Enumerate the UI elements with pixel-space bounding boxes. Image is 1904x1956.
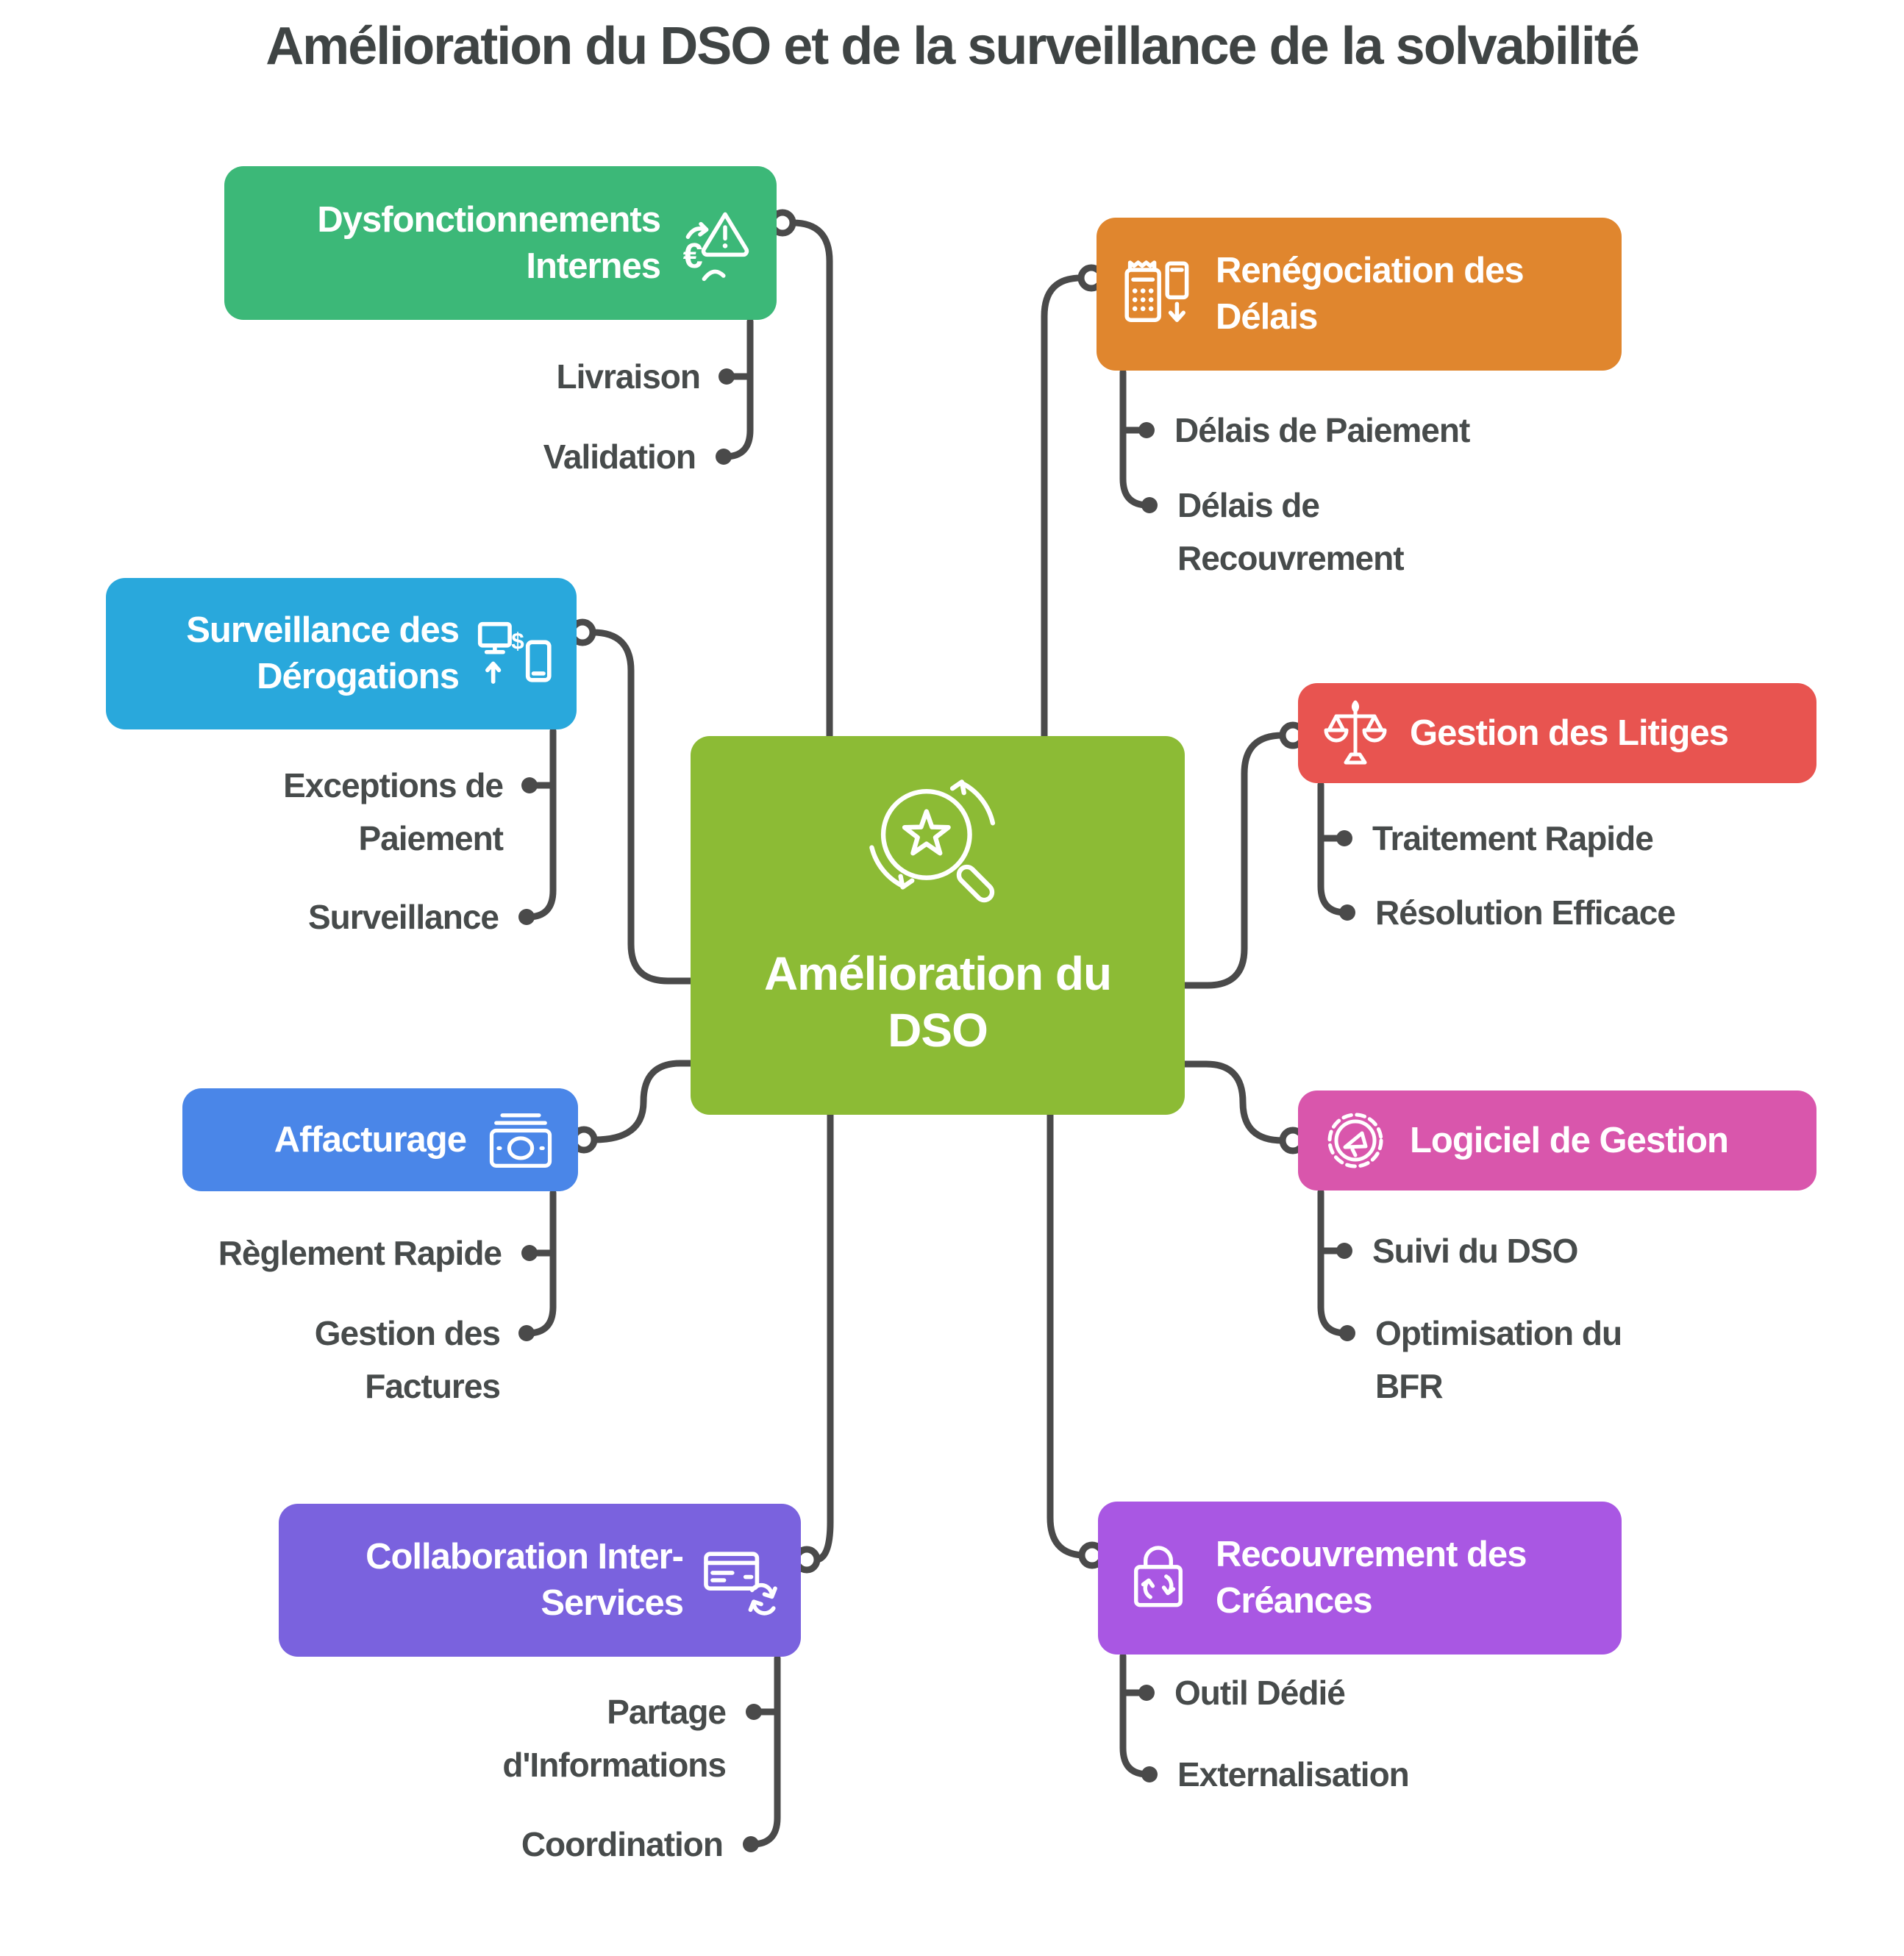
gear-megaphone-icon bbox=[1327, 1113, 1383, 1168]
connector-renegociation-center bbox=[1041, 274, 1085, 741]
branch-label: Gestion des Litiges bbox=[1410, 713, 1729, 753]
child-suivi-du-dso: Suivi du DSO bbox=[1372, 1232, 1578, 1270]
node-logiciel-gestion: Logiciel de Gestion bbox=[1298, 1091, 1816, 1191]
child-exceptions-de-paiement: Exceptions de Paiement bbox=[283, 766, 504, 857]
child-delais-de-recouvrement: Délais de Recouvrement bbox=[1177, 486, 1405, 577]
card-sync-icon bbox=[704, 1552, 777, 1616]
dot-partage bbox=[746, 1704, 762, 1720]
devices-transfer-icon: $ bbox=[477, 621, 552, 684]
node-dysfonctionnements-internes: Dysfonctionnements Internes € bbox=[224, 166, 777, 320]
dot-validation bbox=[716, 449, 732, 465]
branch-label: Dysfonctionnements Internes bbox=[317, 199, 661, 286]
branch-label: Recouvrement des Créances bbox=[1216, 1535, 1527, 1621]
magnifier-star-refresh-icon bbox=[869, 779, 995, 903]
dot-surveillance bbox=[518, 909, 535, 925]
svg-text:€: € bbox=[683, 236, 703, 276]
dot-traitement bbox=[1336, 830, 1352, 846]
connector-surveillance-center bbox=[589, 629, 696, 985]
dot-delais-recouv bbox=[1141, 497, 1158, 513]
dot-suivi bbox=[1336, 1243, 1352, 1259]
dot-delais-paiement bbox=[1138, 422, 1155, 438]
connector-liti-children bbox=[1317, 781, 1349, 916]
child-validation: Validation bbox=[543, 438, 696, 476]
connector-rene-children bbox=[1119, 368, 1152, 509]
branch-label: Renégociation des Délais bbox=[1216, 251, 1525, 337]
branch-label: Logiciel de Gestion bbox=[1410, 1120, 1729, 1160]
connector-dys-children bbox=[721, 318, 754, 460]
dot-exceptions bbox=[521, 777, 538, 793]
dot-externalisation bbox=[1141, 1766, 1158, 1782]
child-livraison: Livraison bbox=[556, 357, 701, 396]
node-gestion-litiges: Gestion des Litiges bbox=[1298, 683, 1816, 783]
child-optimisation-du-bfr: Optimisation du BFR bbox=[1375, 1314, 1622, 1405]
connector-affa-children bbox=[524, 1189, 557, 1337]
connector-surv-children bbox=[524, 727, 557, 921]
child-delais-de-paiement: Délais de Paiement bbox=[1174, 411, 1470, 449]
node-renegociation-delais: Renégociation des Délais bbox=[1097, 218, 1622, 371]
connector-affacturage-center bbox=[591, 1060, 696, 1143]
node-ameloriation-dso: Amélioration du DSO bbox=[691, 736, 1185, 1115]
node-affacturage: Affacturage bbox=[182, 1088, 578, 1191]
node-surveillance-derogations: Surveillance des Dérogations $ bbox=[106, 578, 577, 729]
child-partage-informations: Partage d'Informations bbox=[502, 1693, 727, 1784]
euro-alert-icon: € bbox=[683, 212, 749, 281]
scales-icon bbox=[1324, 700, 1387, 765]
branch-label: Surveillance des Dérogations bbox=[186, 610, 460, 696]
connector-dysfonctionnements-center bbox=[789, 219, 833, 741]
connector-logi-children bbox=[1317, 1188, 1349, 1337]
dot-reglement bbox=[521, 1245, 538, 1261]
child-reglement-rapide: Règlement Rapide bbox=[218, 1234, 502, 1272]
bag-recycle-icon bbox=[1134, 1546, 1183, 1607]
connector-collab-children bbox=[749, 1655, 781, 1848]
node-collaboration-inter-services: Collaboration Inter- Services bbox=[279, 1504, 801, 1657]
connector-collaboration-center bbox=[813, 1110, 834, 1563]
child-resolution-efficace: Résolution Efficace bbox=[1375, 893, 1676, 932]
connector-recouvrement-center bbox=[1047, 1110, 1085, 1559]
dot-optimisation bbox=[1339, 1325, 1355, 1341]
page-title: Amélioration du DSO et de la surveillanc… bbox=[265, 17, 1640, 76]
branch-label: Affacturage bbox=[274, 1119, 467, 1160]
payment-terminal-icon bbox=[1124, 260, 1189, 322]
connector-litiges-center bbox=[1180, 732, 1286, 989]
child-coordination: Coordination bbox=[521, 1825, 724, 1863]
dot-livraison bbox=[719, 368, 735, 385]
dot-factures bbox=[518, 1325, 535, 1341]
connector-reco-children bbox=[1119, 1652, 1152, 1778]
dot-outil bbox=[1138, 1685, 1155, 1701]
banknotes-icon bbox=[489, 1113, 552, 1168]
connector-logiciel-center bbox=[1180, 1060, 1286, 1144]
branch-label: Collaboration Inter- Services bbox=[366, 1537, 684, 1623]
node-recouvrement-creances: Recouvrement des Créances bbox=[1098, 1502, 1622, 1655]
dot-coordination bbox=[743, 1836, 759, 1852]
child-gestion-des-factures: Gestion des Factures bbox=[314, 1314, 501, 1405]
dot-resolution bbox=[1339, 904, 1355, 921]
svg-text:$: $ bbox=[511, 628, 524, 654]
center-label: Amélioration du DSO bbox=[763, 947, 1112, 1057]
child-traitement-rapide: Traitement Rapide bbox=[1372, 819, 1654, 857]
child-surveillance: Surveillance bbox=[307, 898, 499, 936]
child-externalisation: Externalisation bbox=[1177, 1755, 1410, 1793]
child-outil-dedie: Outil Dédié bbox=[1174, 1674, 1346, 1712]
